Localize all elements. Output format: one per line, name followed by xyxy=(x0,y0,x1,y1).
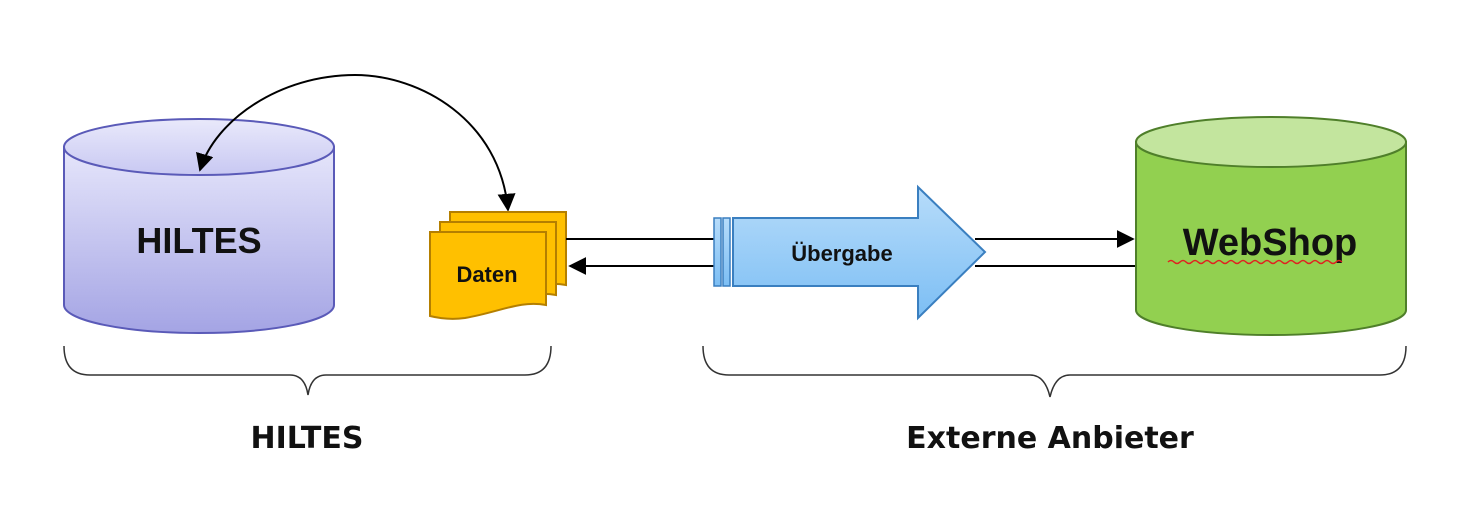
left-group-label: HILTES xyxy=(251,421,364,456)
daten-documents: Daten xyxy=(429,211,567,320)
spellcheck-underline xyxy=(1167,259,1343,265)
daten-label: Daten xyxy=(456,262,517,287)
hiltes-database-label: HILTES xyxy=(136,220,261,261)
left-group-brace xyxy=(63,345,552,396)
right-group-label: Externe Anbieter xyxy=(906,421,1194,456)
webshop-database: WebShop xyxy=(1135,116,1407,336)
uebergabe-label: Übergabe xyxy=(791,241,892,266)
hiltes-database: HILTES xyxy=(63,118,335,334)
webshop-database-label: WebShop xyxy=(1183,222,1358,264)
right-group-brace xyxy=(702,345,1407,398)
curved-connector-arrow xyxy=(196,73,516,212)
uebergabe-arrow: Übergabe xyxy=(713,184,987,321)
